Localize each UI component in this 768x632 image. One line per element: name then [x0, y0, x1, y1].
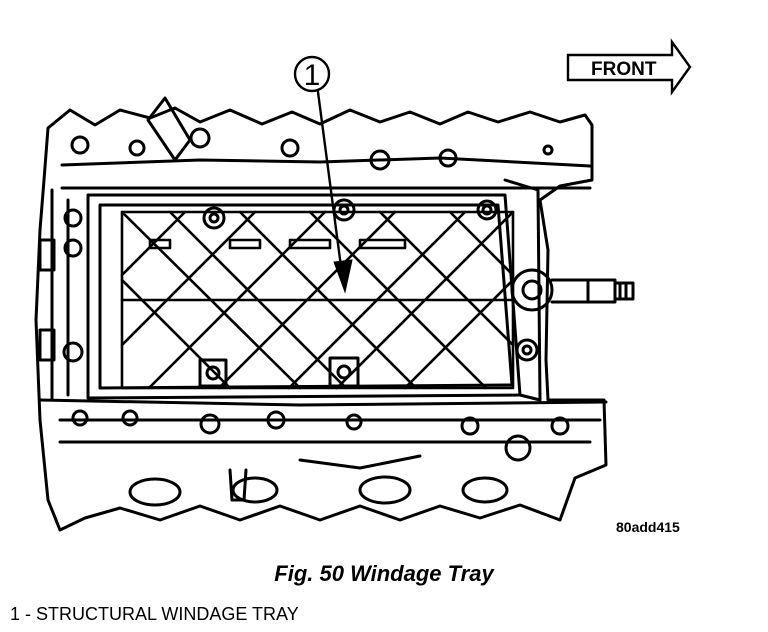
figure-caption: Fig. 50 Windage Tray	[274, 561, 494, 586]
crankshaft-snout	[550, 278, 617, 304]
dipstick-tube	[146, 96, 192, 162]
callout-leader-line	[316, 90, 345, 284]
front-label: FRONT	[591, 59, 657, 80]
structural-windage-tray	[120, 210, 515, 390]
tray-frame	[86, 193, 522, 400]
upper-deck-rail	[60, 156, 592, 168]
callout-circle	[293, 55, 331, 93]
front-arrow	[566, 38, 692, 96]
image-code: 80add415	[616, 519, 680, 535]
callout-number: 1	[304, 59, 321, 92]
legend-item: 1 - STRUCTURAL WINDAGE TRAY	[10, 604, 299, 624]
lower-deck-rail	[38, 398, 608, 407]
callout-arrowhead	[333, 259, 353, 294]
engine-block-windage-tray-illustration: 1 FRONT 80add415	[34, 38, 692, 535]
